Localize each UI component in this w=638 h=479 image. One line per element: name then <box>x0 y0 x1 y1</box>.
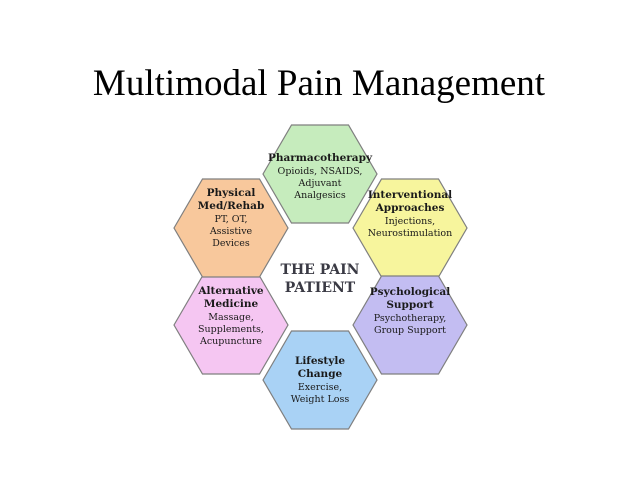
hexagon-detail-pharmacotherapy: Adjuvant <box>298 178 342 189</box>
hexagon-detail-lifestyle: Weight Loss <box>291 394 350 405</box>
hexagon-heading-interventional: Interventional <box>368 189 452 201</box>
hexagon-shape-physical <box>173 178 289 278</box>
hexagon-heading-alternative: Medicine <box>204 298 259 310</box>
hexagon-shape-psychological <box>352 275 468 375</box>
hexagon-detail-physical: Assistive <box>209 226 253 237</box>
hexagon-heading-pharmacotherapy: Pharmacotherapy <box>268 152 373 164</box>
center-label-line: PATIENT <box>285 280 356 296</box>
hexagon-heading-psychological: Psychological <box>370 286 450 298</box>
hexagon-detail-psychological: Psychotherapy, <box>374 313 447 324</box>
hexagon-detail-psychological: Group Support <box>374 325 446 336</box>
slide-title: Multimodal Pain Management <box>92 63 546 104</box>
hexagon-detail-alternative: Supplements, <box>198 324 264 335</box>
hexagon-detail-pharmacotherapy: Opioids, NSAIDS, <box>278 166 363 177</box>
hexagon-detail-alternative: Massage, <box>208 312 254 323</box>
hexagon-heading-physical: Physical <box>207 187 256 199</box>
hexagon-detail-physical: Devices <box>212 238 250 249</box>
hexagon-heading-lifestyle: Lifestyle <box>295 355 345 367</box>
hexagon-shape-pharmacotherapy <box>262 124 378 224</box>
hexagon-detail-physical: PT, OT, <box>214 214 247 225</box>
hexagon-detail-pharmacotherapy: Analgesics <box>293 190 346 201</box>
hexagon-heading-interventional: Approaches <box>375 202 445 214</box>
center-label-line: THE PAIN <box>281 262 360 278</box>
hexagon-detail-lifestyle: Exercise, <box>298 382 342 393</box>
center-label: THE PAIN PATIENT <box>281 262 360 296</box>
hexagon-heading-alternative: Alternative <box>197 285 264 297</box>
hexagon-detail-alternative: Acupuncture <box>199 336 262 347</box>
hexagon-detail-interventional: Injections, <box>385 216 435 227</box>
hexagon-heading-psychological: Support <box>386 299 433 311</box>
hexagon-psychological: PsychologicalSupportPsychotherapy,Group … <box>352 275 468 375</box>
hexagon-heading-physical: Med/Rehab <box>198 200 265 212</box>
hexagon-shape-lifestyle <box>262 330 378 430</box>
hexagon-detail-interventional: Neurostimulation <box>368 228 453 239</box>
hexagon-alternative: AlternativeMedicineMassage,Supplements,A… <box>173 275 289 375</box>
hexagon-heading-lifestyle: Change <box>298 368 343 380</box>
hexagon-interventional: InterventionalApproachesInjections,Neuro… <box>352 178 468 278</box>
